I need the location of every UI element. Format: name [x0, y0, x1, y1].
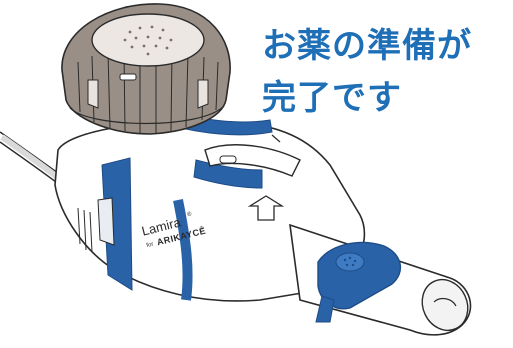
- arrow-up-icon: [247, 195, 285, 221]
- medication-cap: [61, 3, 231, 135]
- headline-line-2: 完了です: [262, 78, 402, 118]
- blue-valve: [315, 241, 402, 323]
- vent-holes: [123, 25, 173, 56]
- status-headline: お薬の準備が 完了です: [262, 20, 510, 124]
- headline-line-1: お薬の準備が: [262, 26, 472, 66]
- power-cord: [0, 131, 63, 186]
- product-registered-mark: ®: [199, 224, 205, 232]
- brand-registered-mark: ®: [186, 210, 193, 218]
- for-label: for: [146, 242, 154, 250]
